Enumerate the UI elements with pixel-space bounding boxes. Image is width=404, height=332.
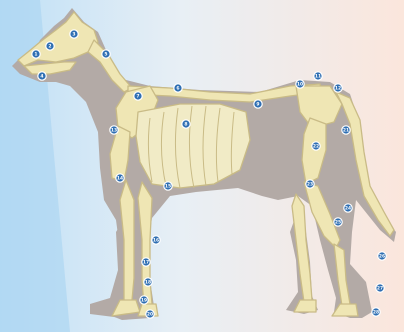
marker-glyph: 19	[141, 298, 147, 304]
marker-glyph: 2	[48, 44, 51, 50]
marker-tibia: 23	[306, 180, 314, 188]
marker-glyph: 8	[184, 122, 187, 128]
marker-glyph: 28	[373, 310, 379, 316]
marker-glyph: 1	[34, 52, 37, 58]
marker-hip: 28	[372, 308, 380, 316]
marker-glyph: 26	[379, 254, 385, 260]
marker-skull: 1	[32, 50, 40, 58]
marker-glyph: 11	[315, 74, 321, 80]
marker-humerus: 13	[110, 126, 118, 134]
marker-lumbar: 10	[296, 80, 304, 88]
marker-hind-toes: 26	[378, 252, 386, 260]
marker-glyph: 24	[345, 206, 351, 212]
marker-glyph: 17	[143, 260, 149, 266]
marker-eye: 2	[46, 42, 54, 50]
marker-front-toes: 19	[140, 296, 148, 304]
marker-glyph: 22	[313, 144, 319, 150]
marker-sternum: 15	[164, 182, 172, 190]
marker-front-paw: 20	[146, 310, 154, 318]
marker-glyph: 7	[136, 94, 139, 100]
marker-glyph: 20	[147, 312, 153, 318]
marker-neck: 5	[102, 50, 110, 58]
marker-metacarpus: 18	[144, 278, 152, 286]
marker-glyph: 3	[72, 32, 75, 38]
marker-stifle: 22	[312, 142, 320, 150]
marker-glyph: 6	[176, 86, 179, 92]
marker-radius: 16	[152, 236, 160, 244]
marker-femur: 21	[342, 126, 350, 134]
marker-glyph: 4	[40, 74, 43, 80]
marker-glyph: 21	[343, 128, 349, 134]
marker-tail-base: 12	[334, 84, 342, 92]
marker-glyph: 14	[117, 176, 123, 182]
marker-metatarsus: 25	[334, 218, 342, 226]
marker-cranium: 3	[70, 30, 78, 38]
marker-glyph: 15	[165, 184, 171, 190]
marker-glyph: 16	[153, 238, 159, 244]
marker-glyph: 12	[335, 86, 341, 92]
marker-spine: 9	[254, 100, 262, 108]
marker-glyph: 9	[256, 102, 259, 108]
marker-glyph: 27	[377, 286, 383, 292]
marker-hind-paw: 27	[376, 284, 384, 292]
marker-elbow: 14	[116, 174, 124, 182]
marker-glyph: 10	[297, 82, 303, 88]
marker-carpus: 17	[142, 258, 150, 266]
marker-scapula: 7	[134, 92, 142, 100]
marker-glyph: 5	[104, 52, 107, 58]
marker-hock: 24	[344, 204, 352, 212]
marker-jaw: 4	[38, 72, 46, 80]
marker-glyph: 23	[307, 182, 313, 188]
marker-glyph: 25	[335, 220, 341, 226]
marker-ribs: 8	[182, 120, 190, 128]
marker-glyph: 13	[111, 128, 117, 134]
marker-pelvis: 11	[314, 72, 322, 80]
marker-glyph: 18	[145, 280, 151, 286]
marker-withers: 6	[174, 84, 182, 92]
